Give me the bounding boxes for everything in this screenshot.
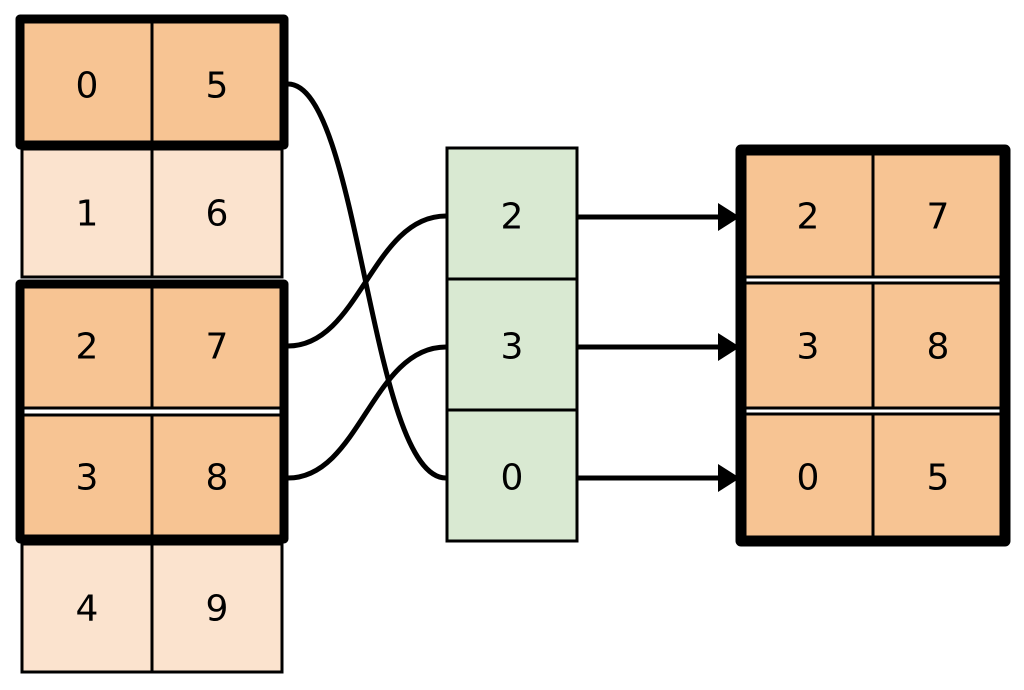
source-cell-3-1-label: 8 <box>206 458 229 499</box>
source-cell-1-1[interactable] <box>150 147 284 279</box>
source-cell-3-1[interactable] <box>150 413 284 539</box>
result-row-2[interactable]: 0 5 <box>741 412 1005 541</box>
index-cell-0-label: 2 <box>501 197 524 238</box>
index-cell-0[interactable] <box>445 146 579 281</box>
source-cell-0-0-label: 0 <box>76 66 99 107</box>
connector-curves <box>285 81 449 481</box>
result-arrows <box>578 203 740 492</box>
arrow-head-2 <box>718 464 740 492</box>
index-column: 2 3 0 <box>445 146 579 543</box>
source-row-2[interactable]: 2 7 <box>20 284 284 410</box>
source-row-3[interactable]: 3 8 <box>20 413 284 539</box>
source-cell-1-0-label: 1 <box>76 194 99 235</box>
arrow-head-0 <box>718 203 740 231</box>
index-cell-2-label: 0 <box>501 458 524 499</box>
arrow-head-1 <box>718 333 740 361</box>
source-cell-4-0-label: 4 <box>76 589 99 630</box>
result-cell-0-1-label: 7 <box>927 197 950 238</box>
index-cell-1-label: 3 <box>501 327 524 368</box>
source-cell-2-0[interactable] <box>20 284 154 410</box>
result-cell-0-1[interactable] <box>871 150 1005 279</box>
source-table: 0 5 1 6 2 7 3 8 <box>15 14 289 674</box>
source-cell-0-1[interactable] <box>150 19 284 145</box>
result-row-0[interactable]: 2 7 <box>741 150 1005 279</box>
result-row-1[interactable]: 3 8 <box>741 281 1005 410</box>
index-cell-1[interactable] <box>445 277 579 412</box>
source-cell-2-1[interactable] <box>150 284 284 410</box>
connector-row2-to-index0 <box>285 213 449 349</box>
result-cell-0-0[interactable] <box>741 150 875 279</box>
source-cell-0-1-label: 5 <box>206 66 229 107</box>
source-cell-2-1-label: 7 <box>206 327 229 368</box>
source-cell-3-0-label: 3 <box>76 458 99 499</box>
connector-row3-to-index1 <box>285 344 449 481</box>
source-cell-1-1-label: 6 <box>206 194 229 235</box>
result-cell-0-0-label: 2 <box>797 197 820 238</box>
result-cell-1-1[interactable] <box>871 281 1005 410</box>
index-cell-2[interactable] <box>445 408 579 543</box>
result-cell-1-1-label: 8 <box>927 327 950 368</box>
source-row-0-highlight <box>15 14 289 150</box>
source-row-0[interactable]: 0 5 <box>20 19 284 145</box>
result-cell-1-0-label: 3 <box>797 327 820 368</box>
source-cell-4-1[interactable] <box>150 542 284 674</box>
result-cell-1-0[interactable] <box>741 281 875 410</box>
source-cell-4-0[interactable] <box>20 542 154 674</box>
result-cell-2-0-label: 0 <box>797 458 820 499</box>
source-cell-2-0-label: 2 <box>76 327 99 368</box>
result-table-outline <box>735 144 1011 547</box>
source-row-1[interactable]: 1 6 <box>20 147 284 279</box>
result-table: 2 7 3 8 0 5 <box>735 144 1011 547</box>
source-row-4[interactable]: 4 9 <box>20 542 284 674</box>
source-cell-4-1-label: 9 <box>206 589 229 630</box>
result-cell-2-1-label: 5 <box>927 458 950 499</box>
source-rows-2-3-highlight <box>15 279 289 544</box>
